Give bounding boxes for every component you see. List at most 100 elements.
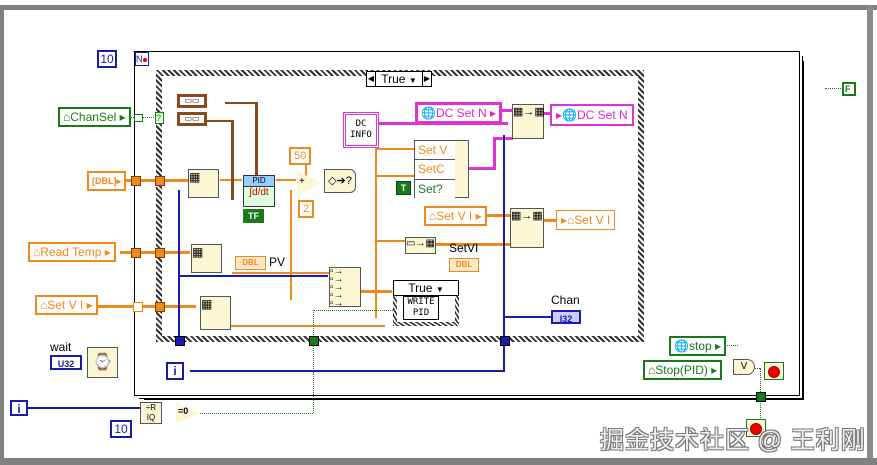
- chansel-label: ChanSel: [70, 110, 117, 124]
- wire-set-vi-global: [484, 214, 510, 217]
- wire-to-inner-case: [360, 290, 392, 293]
- local-icon: ⌂: [429, 209, 437, 223]
- globe-icon: 🌐: [421, 106, 436, 120]
- wire-eq-zero-h: [313, 310, 393, 311]
- set-vi-read-label: Set V I: [436, 209, 473, 223]
- or-node[interactable]: V: [733, 359, 755, 375]
- read-temp-label: Read Temp: [40, 245, 102, 259]
- loop-count-constant[interactable]: 10: [97, 50, 117, 68]
- add-node[interactable]: [297, 171, 321, 195]
- wire-dc-set-n-read: [495, 109, 513, 112]
- inner-case-selector-value: True: [408, 281, 433, 295]
- false-constant[interactable]: F: [842, 82, 856, 96]
- window-frame-right: [867, 5, 873, 465]
- case-selector[interactable]: ◀ True ▼ ▶: [366, 71, 432, 87]
- stop-global[interactable]: 🌐stop ▸: [669, 336, 726, 356]
- bundle-by-name-node[interactable]: Set V SetC Set?: [414, 140, 469, 198]
- loop-stop-terminal[interactable]: [764, 362, 784, 380]
- stop-icon: [750, 423, 762, 435]
- fifty-constant[interactable]: 50: [289, 147, 312, 165]
- equal-zero-label: =0: [178, 406, 189, 416]
- tunnel-blue-left: [175, 336, 185, 346]
- wire-eq-zero-v: [313, 310, 314, 413]
- bundle-field-set-v: Set V: [415, 141, 455, 160]
- dc-set-n-global-read[interactable]: 🌐DC Set N ▸: [415, 102, 502, 124]
- tf-constant[interactable]: TF: [243, 209, 264, 223]
- pv-indicator[interactable]: DBL: [235, 256, 266, 270]
- dc-info-typedef[interactable]: DC INFO: [343, 112, 379, 148]
- wait-label: wait: [50, 340, 72, 354]
- chan-indicator[interactable]: I32: [551, 310, 581, 324]
- wire-dc-set-n-write: [544, 112, 552, 115]
- prev-case-icon[interactable]: ◀: [367, 72, 376, 86]
- chan-label: Chan: [551, 293, 580, 307]
- window-frame-top: [0, 5, 877, 10]
- read-temp-control[interactable]: ⌂Read Temp ▸: [28, 242, 116, 262]
- set-vi-label: Set V I: [47, 298, 84, 312]
- wire-cluster-1v: [255, 102, 258, 177]
- wire-select-out: [375, 175, 415, 177]
- dc-set-n-global-write[interactable]: ▸🌐DC Set N: [550, 104, 634, 126]
- quotient-remainder-node[interactable]: ÷R IQ: [140, 402, 162, 424]
- pid-gains-cluster[interactable]: ▭▭: [177, 94, 207, 108]
- pid-range-cluster[interactable]: ▭▭: [177, 112, 207, 126]
- set-vi-local-read[interactable]: ⌂Set V I ▸: [424, 206, 487, 226]
- wire-stop: [718, 345, 738, 346]
- inner-case-selector[interactable]: True ▼: [393, 280, 459, 296]
- wire-to-build: [375, 240, 405, 242]
- equal-zero-node[interactable]: [176, 403, 200, 423]
- tunnel-read-temp-loop: [131, 248, 141, 258]
- build-array-node[interactable]: ▭→▦: [405, 237, 436, 254]
- index-array-2[interactable]: ▦: [191, 244, 222, 273]
- write-pid-subvi[interactable]: WRITE PID: [403, 296, 439, 320]
- replace-array-subset-2[interactable]: ▦→▦: [510, 208, 544, 248]
- replace-array-subset-1[interactable]: ▦→▦: [512, 104, 545, 139]
- conditional-terminal-icon: N: [135, 52, 149, 66]
- select-node[interactable]: ◇➔?: [324, 169, 356, 193]
- wait-input[interactable]: U32: [50, 355, 82, 370]
- outer-stop-terminal[interactable]: [746, 419, 766, 437]
- index-array-1[interactable]: ▦: [188, 169, 219, 198]
- globe-icon: 🌐: [562, 108, 577, 122]
- index-array-3[interactable]: ▦: [200, 296, 231, 330]
- setvi-indicator[interactable]: DBL: [449, 258, 479, 272]
- wire-bundle-out-v: [493, 137, 496, 170]
- tunnel-dbl-case: [155, 176, 165, 186]
- wire-cluster-2v: [231, 120, 234, 200]
- while-loop[interactable]: [134, 51, 800, 396]
- local-icon: ⌂: [567, 213, 575, 227]
- integral-icon: ∫d/dt: [249, 187, 269, 198]
- wire-pv: [232, 272, 332, 274]
- ten-constant[interactable]: 10: [110, 420, 132, 438]
- pid-node[interactable]: PID ∫d/dt: [243, 175, 275, 207]
- add-label: +: [299, 176, 305, 187]
- wire-set-vi: [96, 305, 196, 308]
- two-constant[interactable]: 2: [298, 200, 315, 218]
- build-array-5-node[interactable]: ▫→▫→▫→▫→▫→: [329, 267, 361, 309]
- case-selector-value: True: [381, 72, 406, 86]
- dropdown-icon: ▼: [435, 285, 444, 294]
- set-vi-local-write[interactable]: ▸⌂Set V I: [556, 210, 616, 230]
- chansel-control[interactable]: ⌂ChanSel ▸: [58, 107, 131, 127]
- wait-timer-icon[interactable]: ⌚: [87, 347, 118, 378]
- tunnel-chansel: [134, 114, 143, 122]
- dbl-input-label: DBL: [95, 176, 114, 186]
- stop-pid-local[interactable]: ⌂Stop(PID) ▸: [643, 360, 723, 380]
- bundle-field-setc: SetC: [415, 160, 455, 180]
- wire-outer-i: [26, 407, 141, 409]
- dbl-input-control[interactable]: [DBL]▸: [87, 171, 127, 191]
- tunnel-dbl-loop: [131, 176, 141, 186]
- iteration-terminal: i: [166, 362, 184, 380]
- window-frame-bottom: [0, 458, 877, 465]
- case-selector-terminal: ?: [155, 112, 164, 124]
- true-constant[interactable]: T: [396, 181, 411, 195]
- dc-set-n-read-label: DC Set N: [435, 106, 487, 120]
- dc-set-n-write-label: DC Set N: [576, 108, 628, 122]
- outer-iteration-terminal: i: [10, 400, 28, 416]
- local-icon: ⌂: [33, 245, 41, 259]
- set-vi-control[interactable]: ⌂Set V I ▸: [35, 295, 98, 315]
- setvi-label: SetVI: [449, 241, 479, 255]
- tunnel-set-vi-loop: [133, 302, 143, 312]
- next-case-icon[interactable]: ▶: [422, 72, 431, 86]
- pv-label: PV: [269, 255, 286, 269]
